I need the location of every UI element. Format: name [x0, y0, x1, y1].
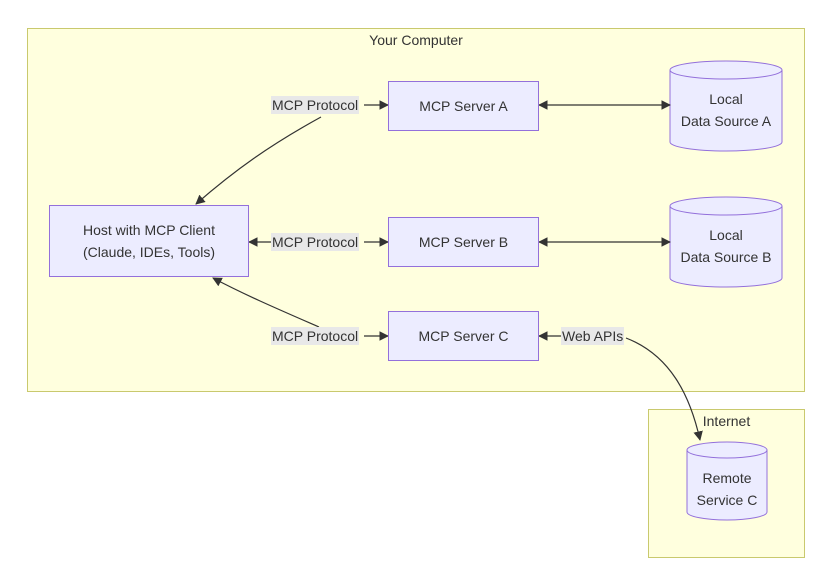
db-source-b-line2: Data Source B: [680, 249, 772, 265]
edge-label-protocol-c: MCP Protocol: [271, 327, 360, 345]
node-server-a: MCP Server A: [388, 81, 539, 131]
cylinder-source-a: [669, 60, 783, 152]
cluster-title-your-computer: Your Computer: [369, 32, 463, 48]
db-remote-c-line2: Service C: [696, 492, 758, 508]
node-server-a-label: MCP Server A: [419, 98, 508, 114]
edge-label-protocol-a: MCP Protocol: [271, 96, 360, 114]
edge-label-c-to-host: [212, 277, 320, 328]
cluster-title-internet: Internet: [702, 413, 751, 429]
db-source-a-label: Local Data Source A: [670, 82, 782, 138]
cylinder-source-b: [669, 196, 783, 288]
node-server-b: MCP Server B: [388, 217, 539, 267]
node-server-c: MCP Server C: [388, 311, 539, 361]
node-server-c-label: MCP Server C: [418, 328, 509, 344]
node-server-b-label: MCP Server B: [418, 234, 509, 250]
node-host-line2: (Claude, IDEs, Tools): [82, 244, 215, 260]
db-source-a-line2: Data Source A: [680, 113, 772, 129]
db-remote-c-line1: Remote: [702, 470, 752, 486]
edge-server-a-to-host: [195, 116, 322, 205]
db-source-b-line1: Local: [709, 227, 743, 243]
db-source-a-line1: Local: [709, 91, 743, 107]
edge-label-protocol-b: MCP Protocol: [271, 233, 360, 251]
db-source-b-label: Local Data Source B: [670, 218, 782, 274]
node-host: Host with MCP Client (Claude, IDEs, Tool…: [49, 205, 249, 277]
edge-web-apis-to-remote: [625, 337, 703, 441]
cluster-internet: Internet: [648, 409, 805, 558]
node-host-line1: Host with MCP Client: [82, 222, 215, 238]
cylinder-remote-c: [686, 441, 768, 521]
db-remote-c-label: Remote Service C: [687, 464, 767, 514]
edge-label-web-apis: Web APIs: [561, 327, 625, 345]
